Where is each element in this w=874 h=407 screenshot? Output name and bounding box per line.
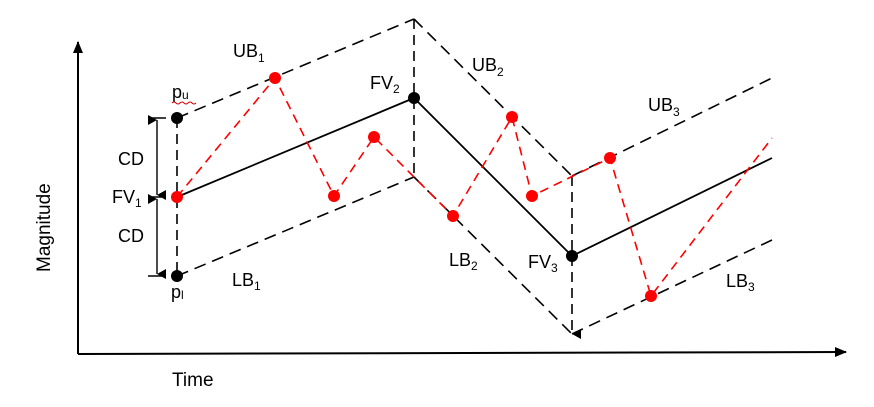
pu-point — [171, 112, 183, 124]
pu-squiggle — [171, 101, 197, 105]
pl-point — [171, 270, 183, 282]
x-axis — [77, 347, 847, 358]
signal-point — [368, 131, 380, 143]
signal-point — [526, 190, 538, 202]
cd-lower-label: CD — [118, 226, 144, 246]
signal-point — [328, 190, 340, 202]
signal-point — [269, 72, 281, 84]
forecast-trend-line — [176, 96, 773, 258]
lb1-label: LB1 — [232, 270, 261, 293]
ub3-label: UB3 — [648, 95, 680, 119]
y-axis-title: Magnitude — [34, 183, 55, 272]
pu-label: pu — [172, 82, 189, 102]
upper-bound-segment-1 — [176, 18, 415, 119]
fv3-label: FV3 — [528, 252, 558, 275]
lb2-label: LB2 — [449, 250, 478, 273]
x-axis-title: Time — [172, 370, 214, 391]
lb3-label: LB3 — [726, 271, 755, 294]
cd-upper-label: CD — [118, 149, 144, 169]
ub2-label: UB2 — [472, 55, 504, 79]
pl-label: pl — [171, 282, 184, 302]
upper-bound-segment-2 — [413, 18, 573, 177]
fv1-label: FV1 — [112, 187, 142, 210]
fv2-label: FV2 — [370, 73, 400, 96]
signal-point — [447, 210, 459, 222]
signal-point — [645, 290, 657, 302]
fv2-point — [408, 92, 420, 104]
lower-bound-segment-1 — [176, 176, 415, 277]
signal-point — [171, 191, 183, 203]
ub1-label: UB1 — [233, 41, 265, 65]
signal-point — [506, 111, 518, 123]
signal-point — [604, 152, 616, 164]
fv3-point — [566, 250, 578, 262]
